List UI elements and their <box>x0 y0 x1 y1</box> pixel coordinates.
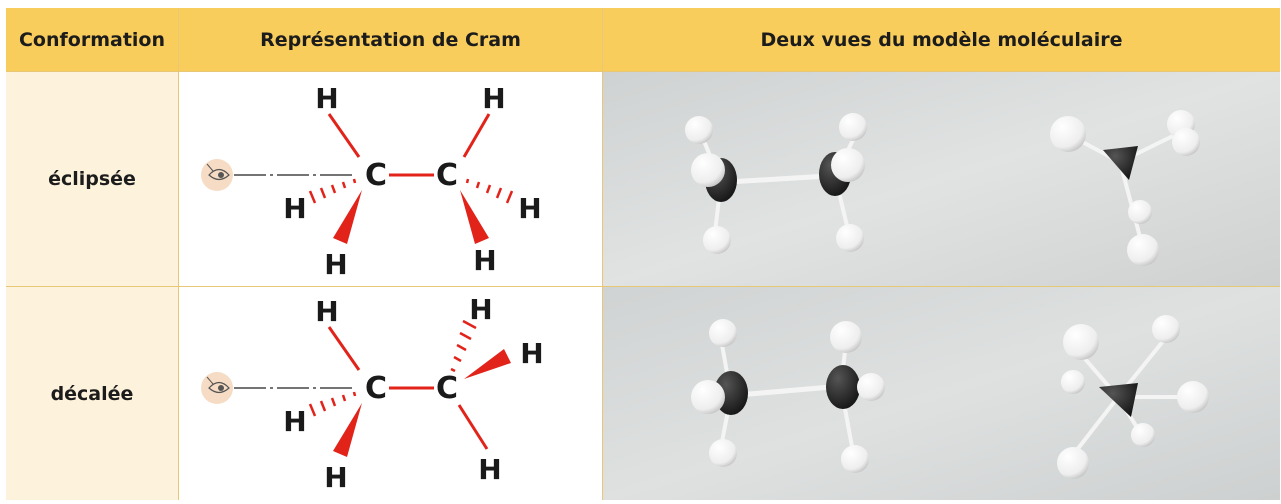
hash-bond-left <box>308 178 357 204</box>
atom-h-bottom-right: H <box>478 453 501 486</box>
cram-staggered: C C H H H H H H <box>179 287 602 500</box>
model-eclipsed-side-view <box>685 113 867 254</box>
header-cram: Représentation de Cram <box>179 8 602 71</box>
bond-top-left <box>327 326 361 371</box>
row-label-eclipsed: éclipsée <box>6 72 178 286</box>
wedge-bond-left <box>333 403 362 457</box>
atom-h-top-right: H <box>482 82 505 115</box>
hash-bond-top-right <box>450 319 477 373</box>
atom-h-top-left: H <box>315 82 338 115</box>
atom-h-top-left: H <box>315 295 338 328</box>
cram-staggered-diagram: C C H H H H H H <box>201 293 544 494</box>
bond-bottom-right <box>457 404 489 450</box>
header-molecular-views: Deux vues du modèle moléculaire <box>603 8 1280 71</box>
wedge-bond-right <box>460 190 489 244</box>
column-divider <box>602 8 603 500</box>
atom-h-hash-right: H <box>518 192 541 225</box>
atom-h-wedge-left: H <box>324 461 347 494</box>
eye-icon <box>201 159 233 191</box>
cram-eclipsed-diagram: C C H H H H H H <box>201 82 542 281</box>
eye-icon <box>201 372 233 404</box>
atom-c-left: C <box>365 158 387 193</box>
atom-c-right: C <box>436 158 458 193</box>
row-divider <box>6 286 1280 287</box>
hash-bond-left <box>308 391 357 417</box>
conformation-table: Conformation Représentation de Cram Deux… <box>6 8 1280 500</box>
atom-h-hash-left: H <box>283 405 306 438</box>
column-divider <box>178 8 179 500</box>
photo-eclipsed <box>603 72 1280 286</box>
atom-h-wedge-right: H <box>473 244 496 277</box>
row-divider <box>6 71 1280 72</box>
row-label-staggered: décalée <box>6 287 178 500</box>
atom-c-left: C <box>365 371 387 406</box>
model-eclipsed-end-view <box>1050 110 1200 266</box>
model-staggered-end-view <box>1057 315 1209 479</box>
photo-staggered <box>603 287 1280 500</box>
hash-bond-right <box>465 178 514 204</box>
bond-top-left <box>327 113 361 158</box>
atom-h-wedge-left: H <box>324 248 347 281</box>
atom-h-wedge-right: H <box>520 337 543 370</box>
wedge-bond-left <box>333 190 362 244</box>
bond-top-right <box>462 113 491 158</box>
atom-h-hash-right: H <box>469 293 492 326</box>
model-staggered-side-view <box>691 319 885 473</box>
wedge-bond-right <box>464 349 511 379</box>
header-conformation: Conformation <box>6 8 178 71</box>
cram-eclipsed: C C H H H H H H <box>179 72 602 286</box>
atom-c-right: C <box>436 371 458 406</box>
atom-h-hash-left: H <box>283 192 306 225</box>
